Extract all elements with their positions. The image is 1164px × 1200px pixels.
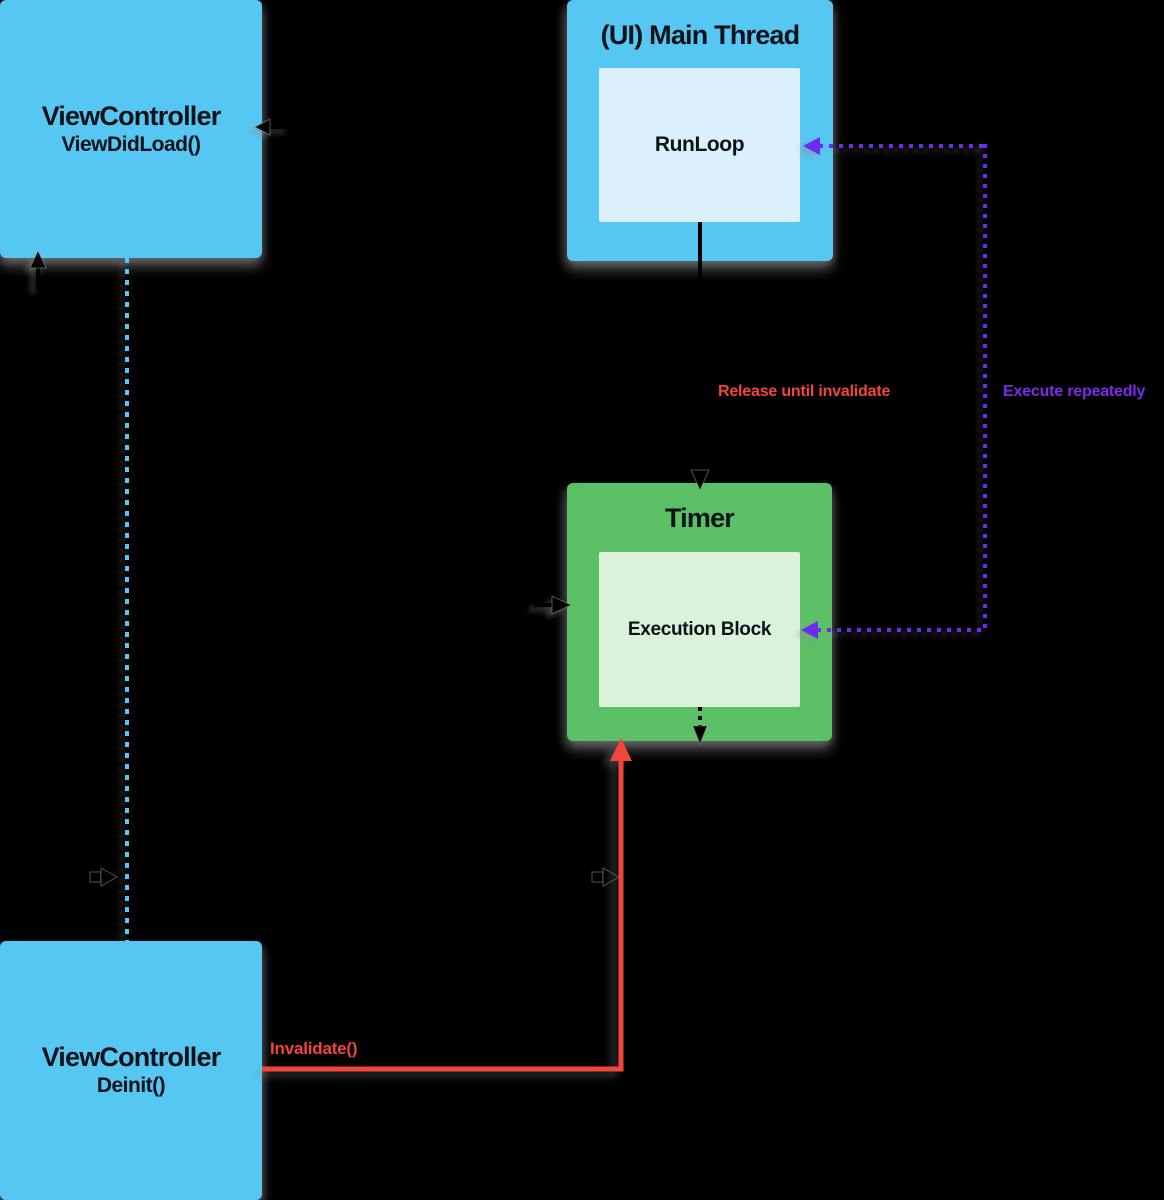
node-main-thread: (UI) Main Thread RunLoop bbox=[567, 0, 833, 261]
arrow-right-icon bbox=[100, 867, 119, 887]
node-title: Execution Block bbox=[627, 618, 772, 640]
arrow-into-timer-left bbox=[534, 595, 573, 615]
node-viewcontroller-viewdidload: ViewController ViewDidLoad() bbox=[0, 0, 262, 258]
node-execution-block: Execution Block bbox=[599, 552, 800, 707]
mid-arrow-on-red-line bbox=[591, 867, 621, 887]
node-subtitle: ViewDidLoad() bbox=[61, 132, 201, 156]
node-title: (UI) Main Thread bbox=[600, 20, 801, 50]
connector-runloop-to-timer bbox=[690, 222, 710, 492]
arrow-right-icon bbox=[602, 867, 621, 887]
node-subtitle: Deinit() bbox=[96, 1074, 166, 1098]
label-release-until-invalidate: Release until invalidate bbox=[718, 383, 891, 400]
label-invalidate: Invalidate() bbox=[270, 1039, 358, 1058]
node-runloop: RunLoop bbox=[599, 68, 800, 222]
node-title: Timer bbox=[664, 503, 735, 533]
label-execute-repeatedly: Execute repeatedly bbox=[1003, 383, 1146, 400]
node-title: ViewController bbox=[41, 100, 222, 131]
node-title: ViewController bbox=[41, 1042, 222, 1073]
arrow-up-icon bbox=[610, 738, 632, 761]
node-viewcontroller-deinit: ViewController Deinit() bbox=[0, 941, 262, 1200]
node-timer: Timer Execution Block bbox=[567, 483, 832, 741]
connector-invalidate bbox=[262, 738, 632, 1072]
mid-arrow-on-dashed-line bbox=[89, 867, 119, 887]
node-title: RunLoop bbox=[654, 133, 745, 156]
